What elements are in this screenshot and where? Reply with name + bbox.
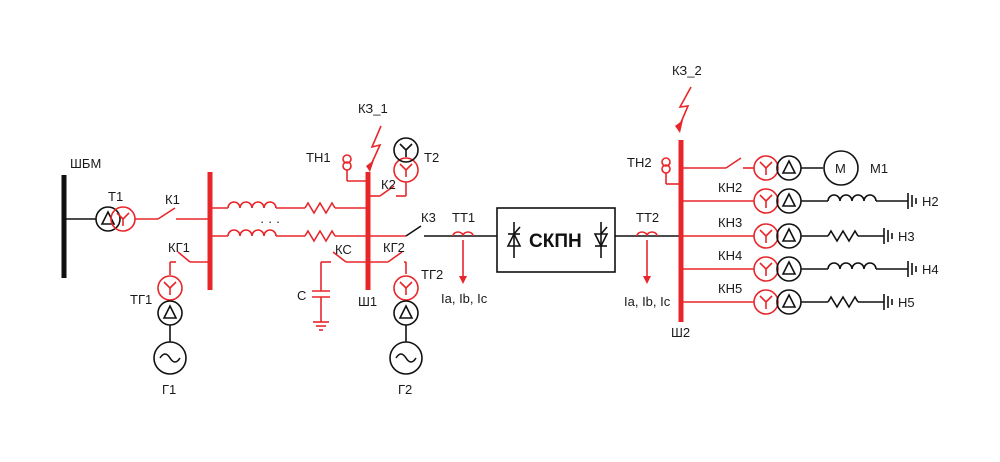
label-sh1: Ш1 [358, 294, 377, 309]
label-m-symbol: М [835, 161, 846, 176]
label-n2: Н2 [922, 194, 939, 209]
label-g2: Г2 [398, 382, 412, 397]
label-tt2: ТТ2 [636, 210, 659, 225]
label-tt1: ТТ1 [452, 210, 475, 225]
label-skpn: СКПН [529, 231, 582, 252]
label-kn4: КН4 [718, 248, 742, 263]
parallel-dots: · · · [260, 214, 280, 229]
label-m1: М1 [870, 161, 888, 176]
parallel-lines: · · · [210, 201, 368, 243]
current-transformer-tt2: ТТ2 Ia, Ib, Ic [615, 210, 681, 309]
label-g1: Г1 [162, 382, 176, 397]
label-kn3: КН3 [718, 215, 742, 230]
label-k3: К3 [421, 210, 436, 225]
branch-t2: К2 Т2 [368, 137, 439, 197]
label-t1: Т1 [108, 189, 123, 204]
label-tg2: ТГ2 [421, 267, 443, 282]
label-c: С [297, 288, 306, 303]
generator-branch-1: КГ1 ТГ1 Г1 [130, 240, 210, 397]
label-n3: Н3 [898, 229, 915, 244]
label-t2: Т2 [424, 150, 439, 165]
voltage-transformer-tn1: ТН1 [306, 150, 368, 182]
feeder-kn4: КН4 Н4 [681, 248, 939, 282]
transformer-t1: Т1 [95, 189, 158, 232]
label-meas1: Ia, Ib, Ic [441, 291, 488, 306]
label-tg1: ТГ1 [130, 292, 152, 307]
current-transformer-tt1: ТТ1 Ia, Ib, Ic [441, 210, 497, 306]
label-kn2: КН2 [718, 180, 742, 195]
label-n4: Н4 [922, 262, 939, 277]
switch-k1: К1 [157, 192, 208, 220]
label-kc: КС [335, 242, 352, 257]
generator-branch-2: КГ2 ТГ2 Г2 [368, 240, 443, 397]
voltage-transformer-tn2: ТН2 [627, 155, 681, 185]
feeder-kn5: КН5 Н5 [681, 281, 915, 315]
label-kz1: КЗ_1 [358, 101, 388, 116]
label-kg1: КГ1 [168, 240, 190, 255]
switch-k3: К3 [368, 210, 446, 237]
bus-shbm: ШБМ [61, 156, 101, 278]
label-shbm: ШБМ [70, 156, 101, 171]
feeder-m1: М М1 [681, 150, 888, 186]
label-meas2: Ia, Ib, Ic [624, 294, 671, 309]
feeder-kn3: КН3 Н3 [681, 215, 915, 249]
label-kn5: КН5 [718, 281, 742, 296]
label-kg2: КГ2 [383, 240, 405, 255]
skpn-converter: СКПН [496, 207, 616, 273]
label-tn2: ТН2 [627, 155, 652, 170]
label-k2: К2 [381, 177, 396, 192]
label-tn1: ТН1 [306, 150, 331, 165]
fault-kz2: КЗ_2 [672, 63, 702, 133]
label-kz2: КЗ_2 [672, 63, 702, 78]
label-k1: К1 [165, 192, 180, 207]
fault-kz1: КЗ_1 [358, 101, 388, 172]
capacitor-branch: КС С [297, 242, 368, 331]
label-n5: Н5 [898, 295, 915, 310]
label-sh2: Ш2 [671, 325, 690, 340]
feeder-kn2: КН2 Н2 [681, 180, 939, 214]
